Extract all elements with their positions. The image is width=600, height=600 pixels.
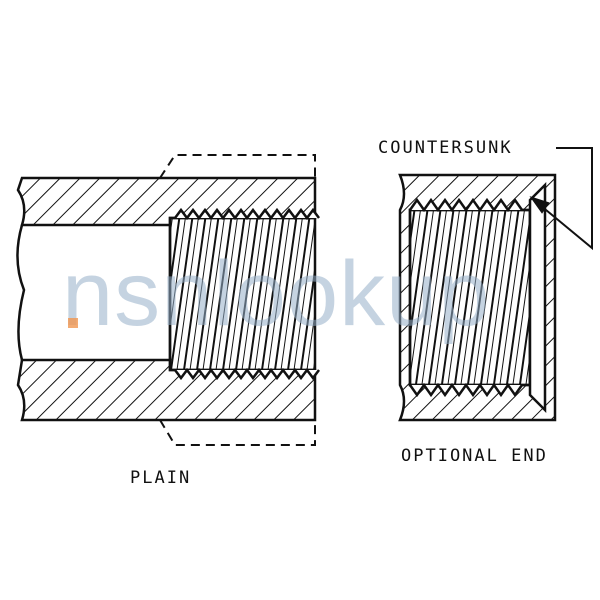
watermark: nsnlookup: [62, 243, 491, 345]
label-plain: PLAIN: [130, 468, 192, 488]
label-countersunk: COUNTERSUNK: [378, 138, 513, 158]
plain-fitting: [16, 154, 320, 446]
watermark-dot: [68, 318, 78, 328]
optional-end-fitting: [398, 173, 557, 422]
arrowhead-icon: [529, 196, 550, 214]
label-optional-end: OPTIONAL END: [401, 446, 548, 466]
countersunk-leader: [529, 147, 593, 251]
